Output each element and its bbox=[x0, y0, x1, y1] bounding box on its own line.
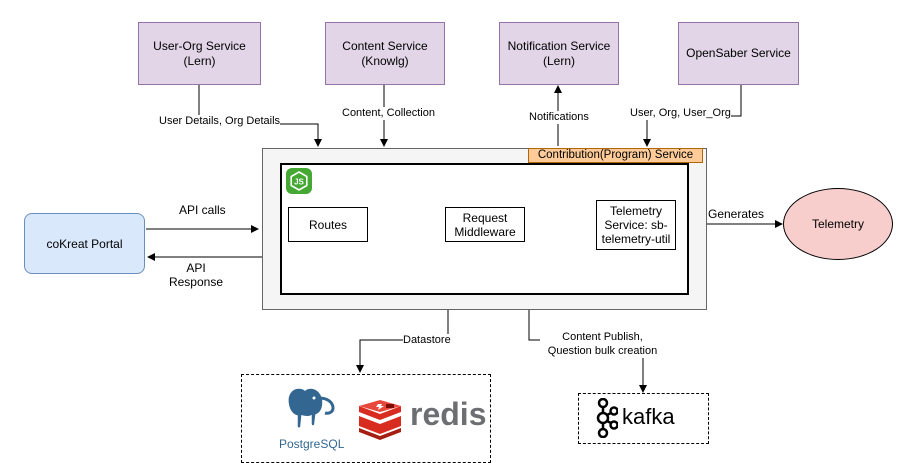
content-service-sub: (Knowlg) bbox=[361, 53, 409, 68]
kafka-group bbox=[578, 393, 709, 444]
routes-box: Routes bbox=[288, 207, 368, 242]
label-api-response-2: Response bbox=[168, 275, 224, 289]
label-content-publish: Content Publish, Question bulk creation bbox=[540, 330, 665, 358]
telemetry-util-label-3: telemetry-util bbox=[601, 232, 671, 246]
label-publish-1: Content Publish, bbox=[562, 331, 643, 343]
middleware-label-2: Middleware bbox=[454, 224, 516, 239]
kafka-logo bbox=[596, 398, 618, 438]
nodejs-icon: JS bbox=[286, 168, 312, 194]
request-middleware-box: Request Middleware bbox=[445, 207, 525, 242]
telemetry-node: Telemetry bbox=[783, 188, 893, 260]
telemetry-util-box: Telemetry Service: sb- telemetry-util bbox=[596, 200, 676, 250]
label-api-calls: API calls bbox=[179, 203, 226, 217]
svg-text:JS: JS bbox=[294, 178, 304, 187]
contribution-service-title: Contribution(Program) Service bbox=[528, 148, 703, 163]
notification-service-sub: (Lern) bbox=[542, 53, 575, 68]
redis-logo bbox=[359, 400, 401, 440]
label-api-response: API Response bbox=[166, 261, 226, 289]
postgresql-label: PostgreSQL bbox=[279, 437, 345, 451]
content-service-name: Content Service bbox=[342, 38, 428, 53]
label-content-collection: Content, Collection bbox=[342, 107, 435, 120]
opensaber-service: OpenSaber Service bbox=[678, 22, 799, 85]
cokreat-portal: coKreat Portal bbox=[24, 213, 145, 274]
postgresql-logo bbox=[287, 387, 335, 429]
telemetry-util-label-2: Service: sb- bbox=[604, 218, 668, 232]
content-service: Content Service (Knowlg) bbox=[325, 22, 445, 85]
label-user-details: User Details, Org Details bbox=[159, 115, 281, 128]
contribution-service-title-text: Contribution(Program) Service bbox=[537, 149, 694, 161]
label-user-org: User, Org, User_Org bbox=[630, 107, 731, 120]
label-notifications: Notifications bbox=[529, 111, 589, 124]
middleware-label-1: Request bbox=[462, 210, 508, 225]
notification-service: Notification Service (Lern) bbox=[499, 22, 619, 85]
user-org-service-name: User-Org Service bbox=[153, 38, 246, 53]
label-generates: Generates bbox=[708, 207, 765, 221]
label-api-response-1: API bbox=[186, 261, 206, 275]
kafka-label: kafka bbox=[622, 404, 675, 429]
cokreat-portal-label: coKreat Portal bbox=[46, 236, 123, 251]
routes-label: Routes bbox=[308, 217, 348, 232]
label-datastore: Datastore bbox=[403, 334, 451, 347]
label-publish-2: Question bulk creation bbox=[547, 345, 658, 357]
notification-service-name: Notification Service bbox=[507, 38, 611, 53]
telemetry-util-label-1: Telemetry bbox=[609, 204, 662, 218]
opensaber-service-name: OpenSaber Service bbox=[686, 46, 791, 60]
user-org-service-sub: (Lern) bbox=[183, 53, 216, 68]
user-org-service: User-Org Service (Lern) bbox=[138, 22, 261, 85]
redis-label: redis bbox=[410, 396, 487, 432]
telemetry-label: Telemetry bbox=[811, 217, 864, 231]
